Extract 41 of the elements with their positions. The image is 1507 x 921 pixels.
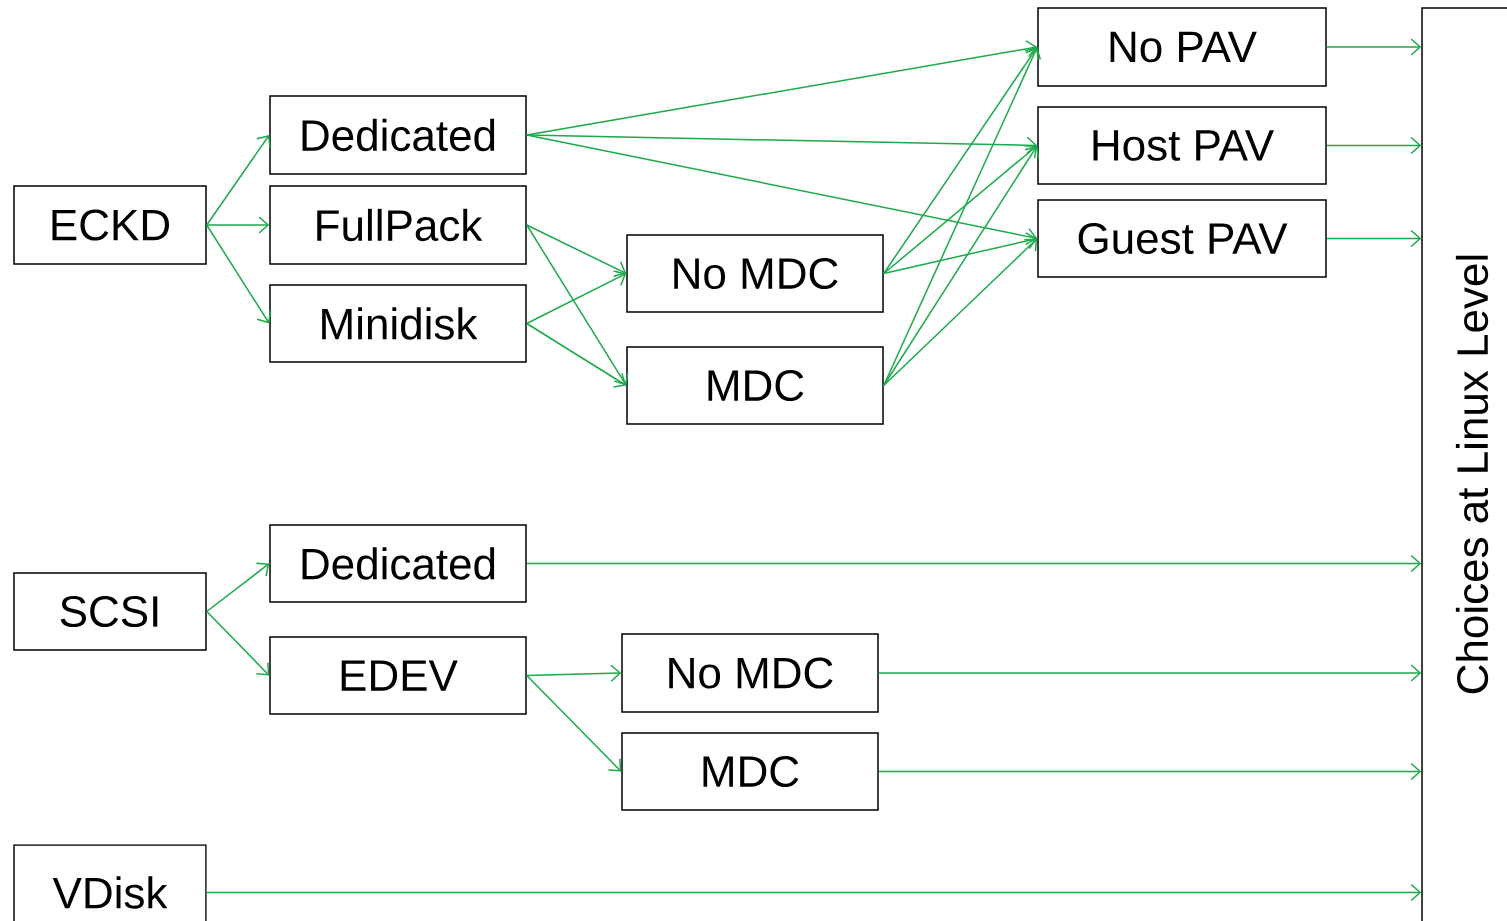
arrow bbox=[1326, 229, 1422, 248]
arrow bbox=[526, 134, 1038, 155]
arrow bbox=[206, 224, 272, 324]
process-box: MDC bbox=[621, 732, 879, 811]
process-box: Dedicated bbox=[269, 524, 527, 603]
process-box: Guest PAV bbox=[1037, 199, 1327, 278]
arrow bbox=[526, 270, 627, 325]
process-box: VDisk bbox=[13, 844, 207, 921]
arrow bbox=[206, 562, 270, 613]
arrow bbox=[526, 554, 1422, 573]
arrow bbox=[878, 762, 1422, 781]
arrow bbox=[206, 883, 1422, 902]
arrow bbox=[883, 232, 1038, 275]
arrow bbox=[883, 238, 1038, 387]
arrow bbox=[206, 610, 270, 676]
arrow bbox=[1326, 136, 1422, 155]
arrow bbox=[526, 664, 622, 683]
process-box: No MDC bbox=[621, 633, 879, 713]
arrow bbox=[526, 674, 622, 772]
process-box: EDEV bbox=[269, 636, 527, 715]
arrow bbox=[526, 224, 629, 386]
arrow bbox=[878, 664, 1422, 682]
arrow bbox=[526, 224, 627, 277]
arrow bbox=[206, 216, 270, 234]
arrow bbox=[1326, 38, 1422, 56]
process-box: MDC bbox=[626, 346, 884, 425]
process-box: FullPack bbox=[269, 185, 527, 265]
process-box: No PAV bbox=[1037, 7, 1327, 87]
process-box: Host PAV bbox=[1037, 106, 1327, 185]
arrow bbox=[883, 145, 1040, 387]
process-box: ECKD bbox=[13, 185, 207, 265]
process-box: SCSI bbox=[13, 572, 207, 651]
process-box: Minidisk bbox=[269, 284, 527, 363]
arrow bbox=[206, 135, 271, 226]
arrow bbox=[526, 322, 627, 388]
arrow bbox=[883, 47, 1039, 275]
arrow bbox=[883, 145, 1038, 275]
process-box: No MDC bbox=[626, 234, 884, 313]
arrow bbox=[526, 134, 1038, 246]
label-panel: Choices at Linux Level bbox=[1421, 7, 1507, 921]
process-box: Dedicated bbox=[269, 95, 527, 175]
